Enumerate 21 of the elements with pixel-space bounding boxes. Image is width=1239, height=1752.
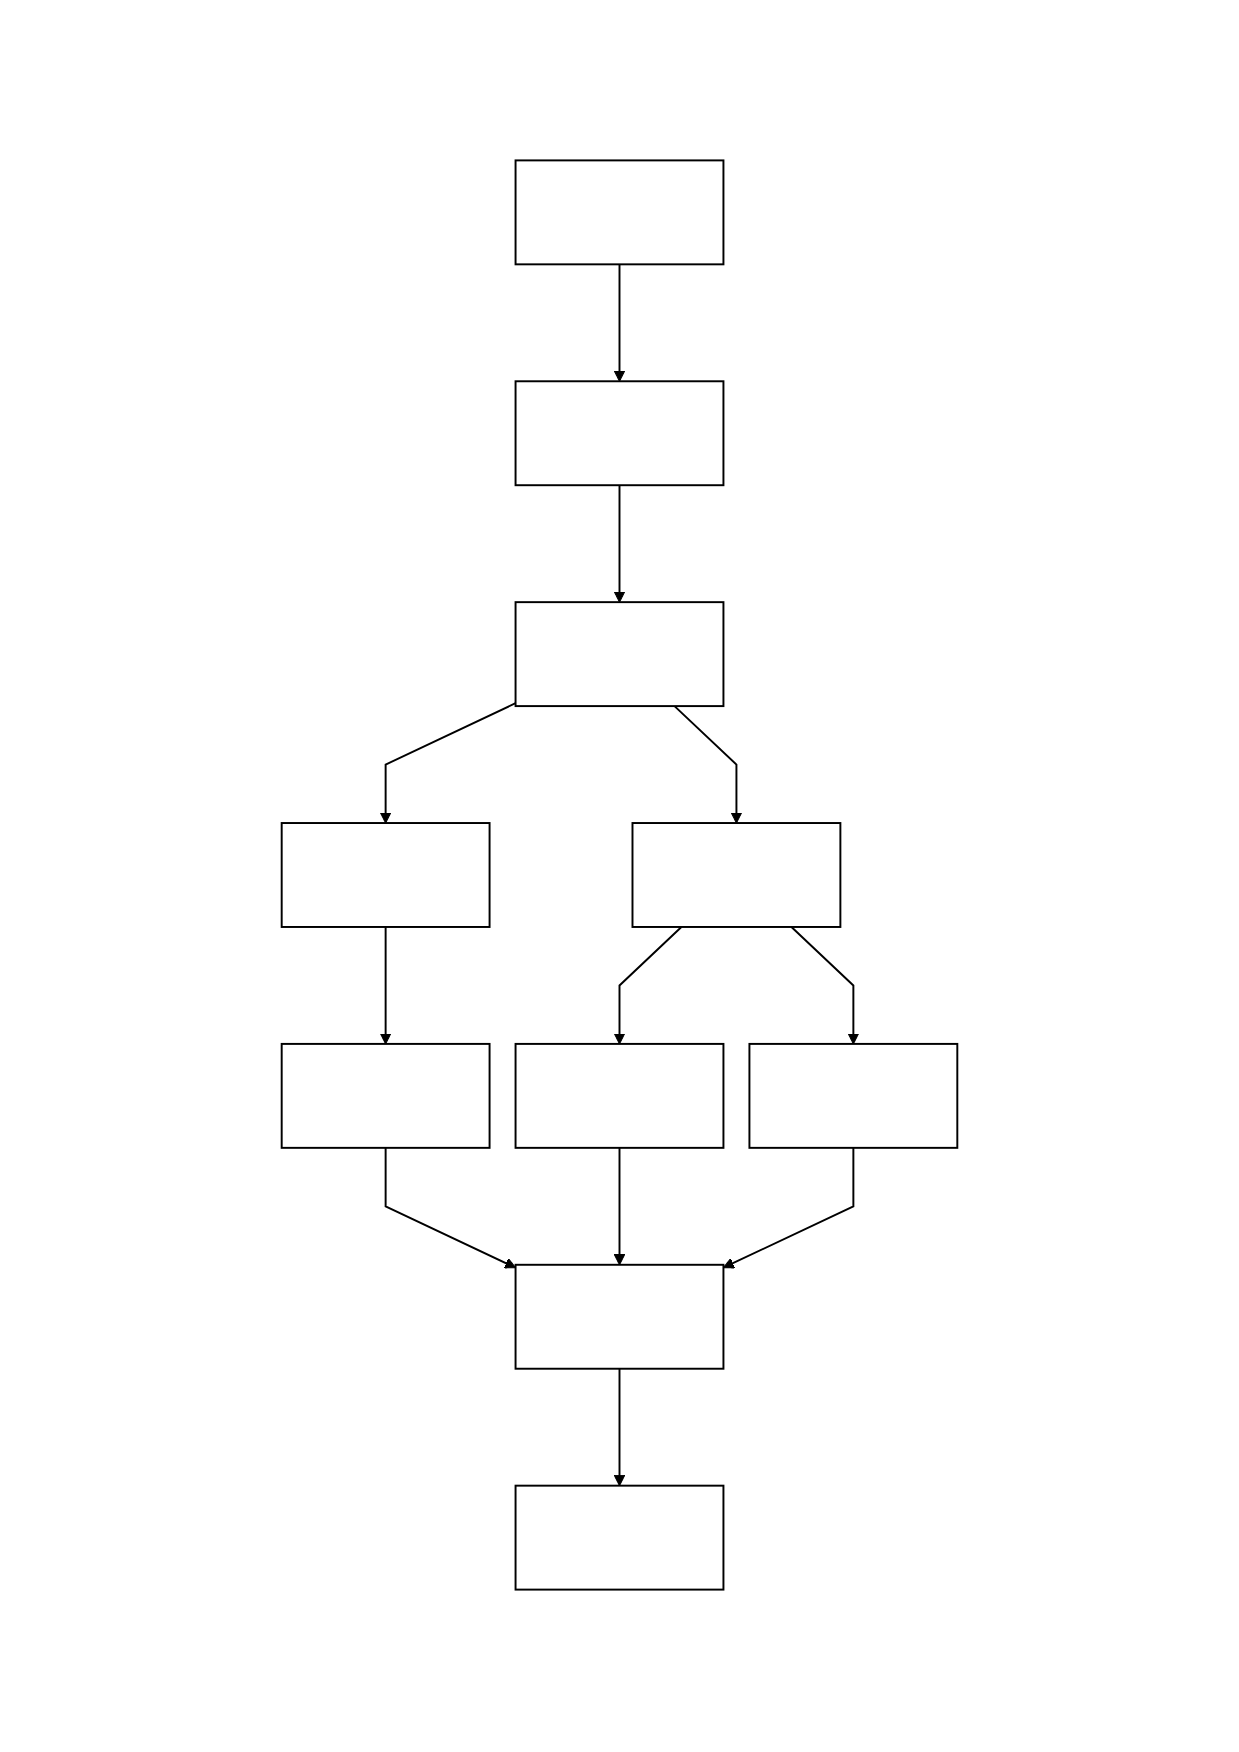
arrow <box>379 702 517 824</box>
arrow <box>613 1367 626 1487</box>
node-box <box>514 1263 725 1370</box>
node-box <box>514 1042 725 1149</box>
arrow <box>613 926 683 1045</box>
arrow <box>790 926 860 1045</box>
arrow <box>613 263 626 382</box>
node-box <box>514 601 725 708</box>
node-box <box>280 822 491 928</box>
arrow <box>384 1146 517 1269</box>
arrow <box>673 705 743 824</box>
arrow <box>613 484 626 603</box>
arrow <box>379 926 392 1045</box>
arrow <box>722 1146 855 1269</box>
node-box <box>280 1042 491 1149</box>
node-box <box>514 380 725 487</box>
node-box <box>748 1042 959 1149</box>
node-box <box>514 1484 725 1591</box>
node-box <box>514 159 725 266</box>
node-box <box>631 822 842 928</box>
arrow <box>613 1146 626 1266</box>
